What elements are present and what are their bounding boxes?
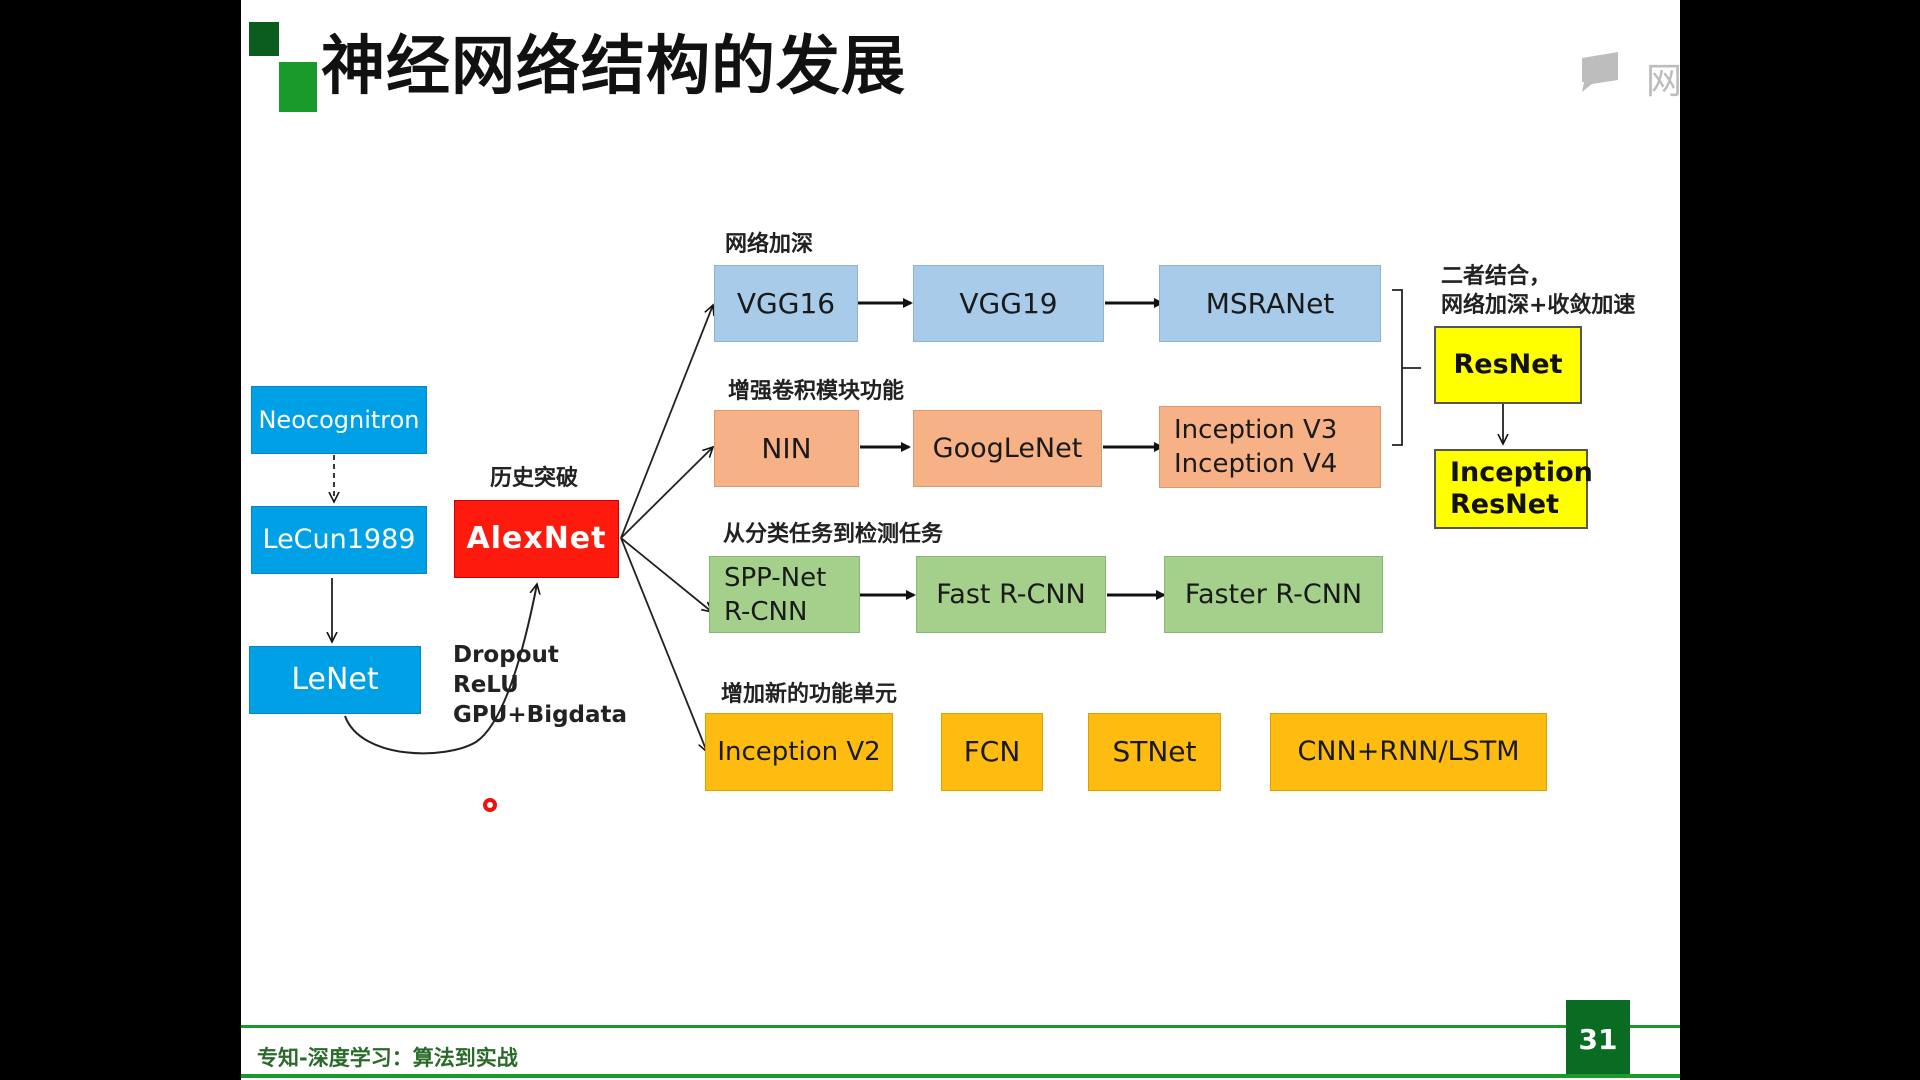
- label-new-units: 增加新的功能单元: [721, 682, 898, 707]
- label-history: 历史突破: [490, 466, 579, 491]
- title-accent-square-dark: [249, 22, 279, 56]
- note-relu: ReLU: [453, 672, 519, 698]
- edge-alexnet-inceptionv2: [620, 537, 707, 752]
- node-vgg19: VGG19: [913, 265, 1104, 342]
- pointer-dot: [483, 798, 497, 812]
- node-resnet: ResNet: [1434, 326, 1582, 404]
- node-fcn: FCN: [941, 713, 1043, 791]
- note-dropout: Dropout: [453, 642, 559, 668]
- node-alexnet: AlexNet: [454, 500, 619, 578]
- page-number: 31: [1566, 1000, 1630, 1078]
- edge-alexnet-vgg16: [620, 305, 713, 539]
- node-inception-resnet-line1: Inception: [1450, 457, 1593, 488]
- node-inception-v3: Inception V3: [1174, 415, 1338, 445]
- label-combine-2: 网络加深+收敛加速: [1441, 293, 1636, 318]
- node-inception-v4: Inception V4: [1174, 449, 1338, 479]
- merge-bracket: [1392, 289, 1421, 446]
- node-neocognitron: Neocognitron: [251, 386, 427, 454]
- node-msranet: MSRANet: [1159, 265, 1381, 342]
- node-vgg16: VGG16: [714, 265, 858, 342]
- edge-alexnet-sppnet: [620, 537, 712, 612]
- presentation-icon: [1582, 52, 1618, 92]
- label-deeper: 网络加深: [725, 232, 814, 257]
- node-stnet: STNet: [1088, 713, 1221, 791]
- footer-text: 专知-深度学习：算法到实战: [257, 1046, 518, 1070]
- slide-title: 神经网络结构的发展: [321, 30, 906, 104]
- node-sppnet: SPP-Net: [724, 562, 827, 593]
- node-sppnet-rcnn: SPP-Net R-CNN: [709, 556, 860, 633]
- connector-lines: [241, 289, 1680, 755]
- node-nin: NIN: [714, 410, 859, 487]
- node-inception-v2: Inception V2: [705, 713, 893, 791]
- node-inception-resnet: Inception ResNet: [1434, 449, 1593, 529]
- node-inception-v3-v4: Inception V3 Inception V4: [1159, 406, 1381, 488]
- node-faster-rcnn: Faster R-CNN: [1164, 556, 1383, 633]
- watermark-text: 网: [1646, 61, 1680, 102]
- node-googlenet: GoogLeNet: [913, 410, 1102, 487]
- node-lecun1989: LeCun1989: [251, 506, 427, 574]
- footer-bottom-bar: [241, 1074, 1680, 1078]
- label-conv: 增强卷积模块功能: [728, 379, 905, 404]
- slide: 神经网络结构的发展 网 Neoco: [241, 0, 1680, 1080]
- node-rcnn: R-CNN: [724, 596, 808, 627]
- edge-lenet-alexnet: [344, 584, 537, 755]
- title-accent-square-light: [279, 62, 317, 112]
- note-gpu-bigdata: GPU+Bigdata: [453, 702, 628, 728]
- edge-alexnet-nin: [620, 447, 713, 539]
- node-fast-rcnn: Fast R-CNN: [916, 556, 1106, 633]
- footer-divider: [241, 1025, 1680, 1028]
- alexnet-notes: Dropout ReLU GPU+Bigdata: [453, 640, 627, 730]
- label-detect: 从分类任务到检测任务: [723, 522, 944, 547]
- label-combine-1: 二者结合，: [1441, 264, 1552, 289]
- node-lenet: LeNet: [249, 646, 421, 714]
- node-cnn-rnn-lstm: CNN+RNN/LSTM: [1270, 713, 1547, 791]
- node-inception-resnet-line2: ResNet: [1450, 489, 1559, 520]
